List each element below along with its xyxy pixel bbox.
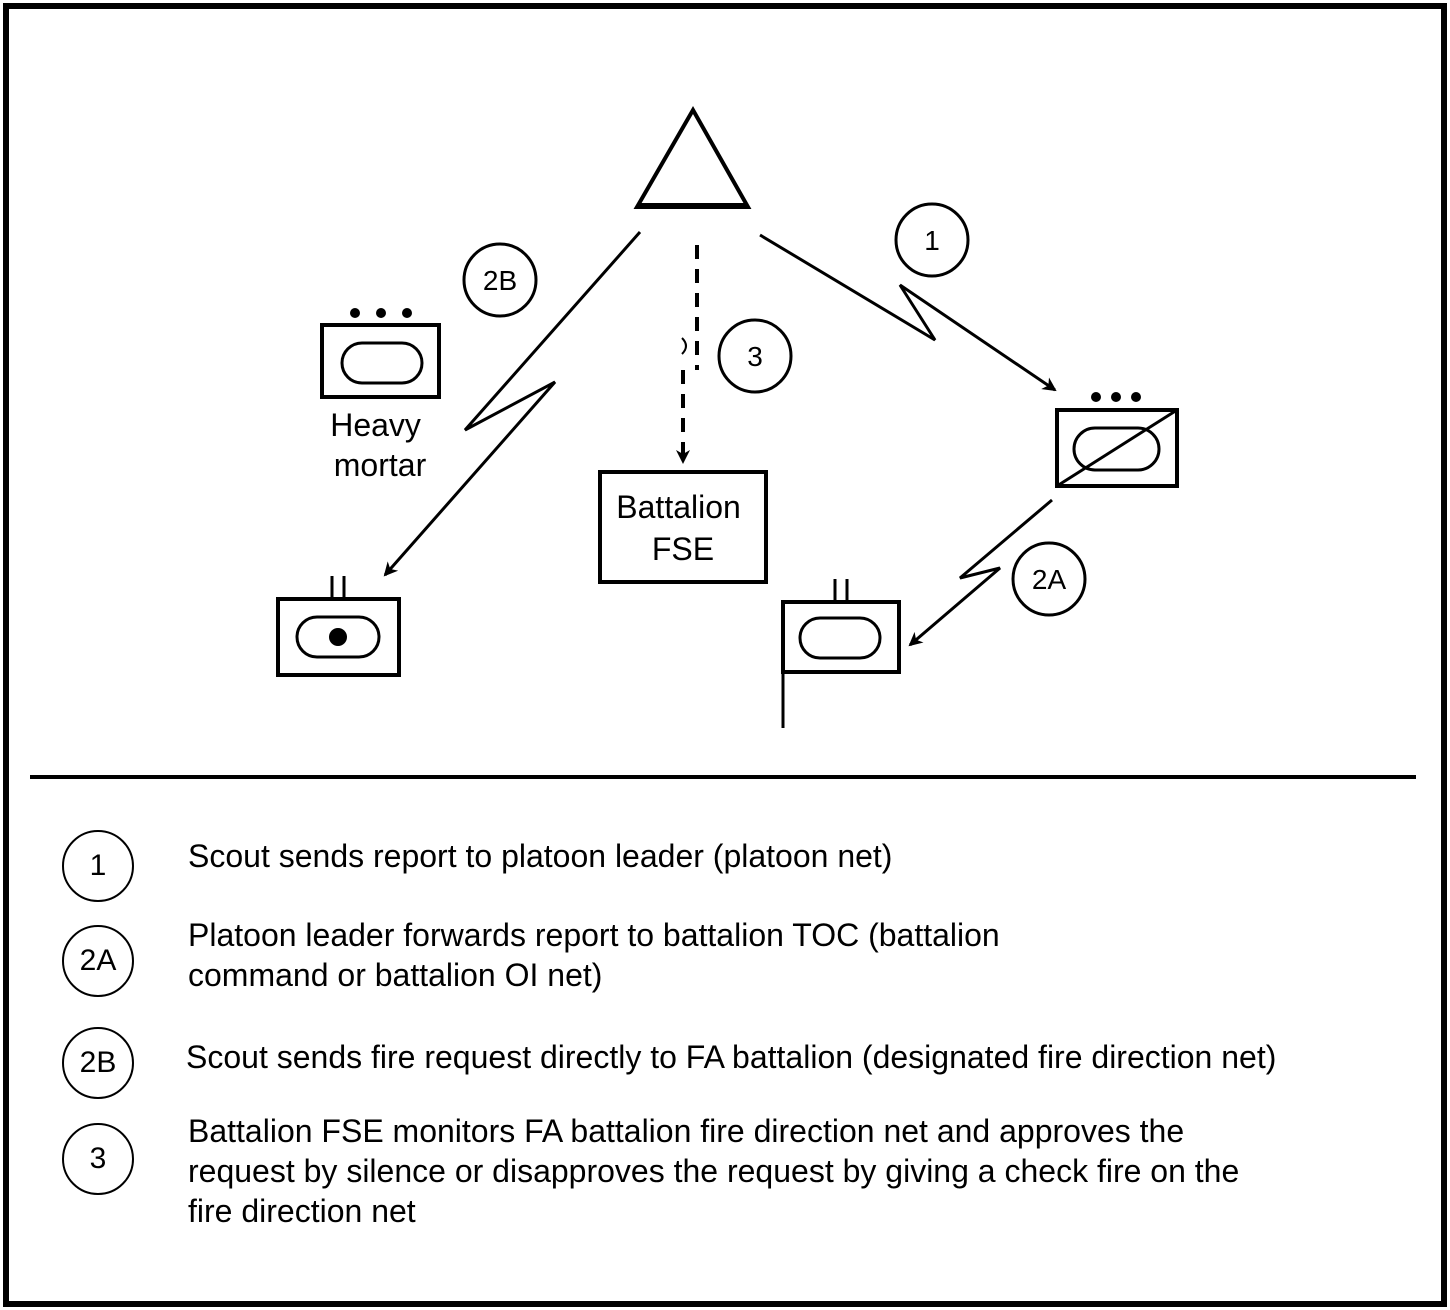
svg-text:3: 3: [747, 341, 763, 372]
legend-text-3: Battalion FSE monitors FA battalion fire…: [188, 1113, 1240, 1229]
fa-battalion-icon: [276, 576, 401, 677]
legend-text-1: Scout sends report to platoon leader (pl…: [188, 838, 893, 874]
battalion-fse-label-line2: FSE: [652, 531, 714, 567]
legend-marker-1: 1: [62, 830, 134, 902]
legend-marker-2b: 2B: [62, 1027, 134, 1099]
heavy-mortar-label-line2: mortar: [334, 447, 427, 483]
legend-item-1: 1 Scout sends report to platoon leader (…: [62, 830, 892, 902]
platoon-leader-icon: [1055, 392, 1179, 488]
callout-2a: 2A: [1011, 541, 1087, 617]
svg-text:2B: 2B: [483, 265, 517, 296]
legend-item-2b: 2B Scout sends fire request directly to …: [62, 1027, 1276, 1099]
legend-text-2b: Scout sends fire request directly to FA …: [186, 1039, 1277, 1075]
heavy-mortar-label-line1: Heavy: [330, 407, 421, 443]
battalion-toc-icon: [781, 579, 901, 728]
arrow-1-platoon-net: [759, 233, 1057, 392]
legend-marker-3: 3: [62, 1123, 134, 1195]
heavy-mortar-icon: [320, 308, 441, 399]
arrow-2b-fire-direction-net: [383, 231, 642, 577]
svg-text:2A: 2A: [1032, 564, 1067, 595]
svg-text:1: 1: [924, 225, 940, 256]
legend-item-3: 3 Battalion FSE monitors FA battalion fi…: [62, 1113, 1239, 1231]
outer-border: [3, 3, 1447, 1307]
scout-triangle-icon: [633, 105, 752, 209]
battalion-fse-label: Battalion FSE: [616, 489, 749, 567]
battalion-fse-label-line1: Battalion: [616, 489, 741, 525]
arrow-3-monitor: [676, 245, 699, 464]
callout-3: 3: [717, 318, 793, 394]
legend-marker-2a: 2A: [62, 925, 134, 997]
callout-1: 1: [894, 202, 970, 278]
legend-text-2a: Platoon leader forwards report to battal…: [188, 917, 1000, 993]
battalion-fse-box: [598, 470, 768, 584]
heavy-mortar-label: Heavy mortar: [330, 407, 430, 483]
legend-item-2a: 2A Platoon leader forwards report to bat…: [62, 917, 1000, 997]
callout-2b: 2B: [462, 242, 538, 318]
arrow-2a-battalion-command-net: [908, 498, 1053, 647]
